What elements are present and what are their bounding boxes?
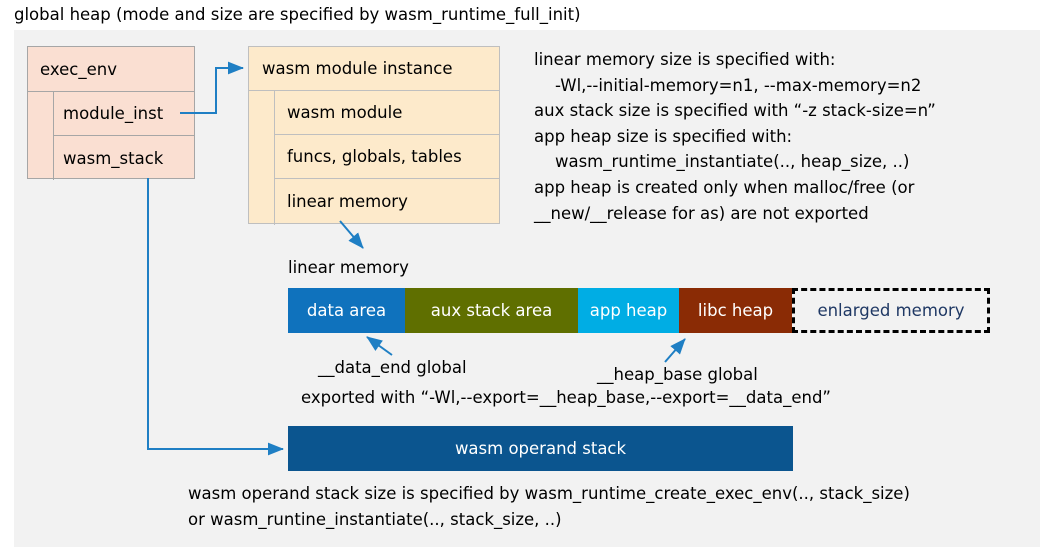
wasm-module-instance-body: wasm module funcs, globals, tables linea… — [249, 91, 499, 225]
operand-stack-notes: wasm operand stack size is specified by … — [188, 484, 910, 529]
exec-env-gutter — [28, 92, 54, 180]
memory-segment-aux-stack-area: aux stack area — [405, 288, 578, 333]
annotation-data-end: __data_end global — [318, 358, 467, 377]
wasm-module-instance-box: wasm module instance wasm module funcs, … — [248, 46, 500, 225]
linear-memory-label: linear memory — [288, 258, 409, 277]
exec-env-box: exec_env module_inst wasm_stack — [27, 46, 195, 180]
memory-segment-libc-heap: libc heap — [679, 288, 792, 333]
memory-segment-enlarged-memory: enlarged memory — [792, 288, 990, 333]
memory-segment-app-heap: app heap — [578, 288, 679, 333]
annotation-exported-with: exported with “-Wl,--export=__heap_base,… — [301, 388, 831, 407]
memory-segment-data-area: data area — [288, 288, 405, 333]
exec-env-row-module-inst: module_inst — [54, 92, 194, 136]
module-row-linear-memory: linear memory — [287, 191, 408, 211]
exec-env-header: exec_env — [28, 47, 194, 92]
module-row-funcs-globals-tables: funcs, globals, tables — [275, 135, 499, 179]
exec-env-rows: module_inst wasm_stack — [54, 92, 194, 180]
wasm-module-instance-rows: wasm module funcs, globals, tables linea… — [275, 91, 499, 225]
linear-memory-notes: linear memory size is specified with: -W… — [534, 50, 936, 223]
wasm-module-instance-header: wasm module instance — [249, 47, 499, 91]
exec-env-row-wasm-stack: wasm_stack — [63, 148, 164, 168]
page-title: global heap (mode and size are specified… — [14, 5, 581, 24]
wasm-module-instance-gutter — [249, 91, 275, 225]
annotation-heap-base: __heap_base global — [597, 365, 758, 384]
module-row-wasm-module: wasm module — [275, 91, 499, 135]
wasm-operand-stack-box: wasm operand stack — [288, 426, 793, 471]
exec-env-body: module_inst wasm_stack — [28, 92, 194, 180]
